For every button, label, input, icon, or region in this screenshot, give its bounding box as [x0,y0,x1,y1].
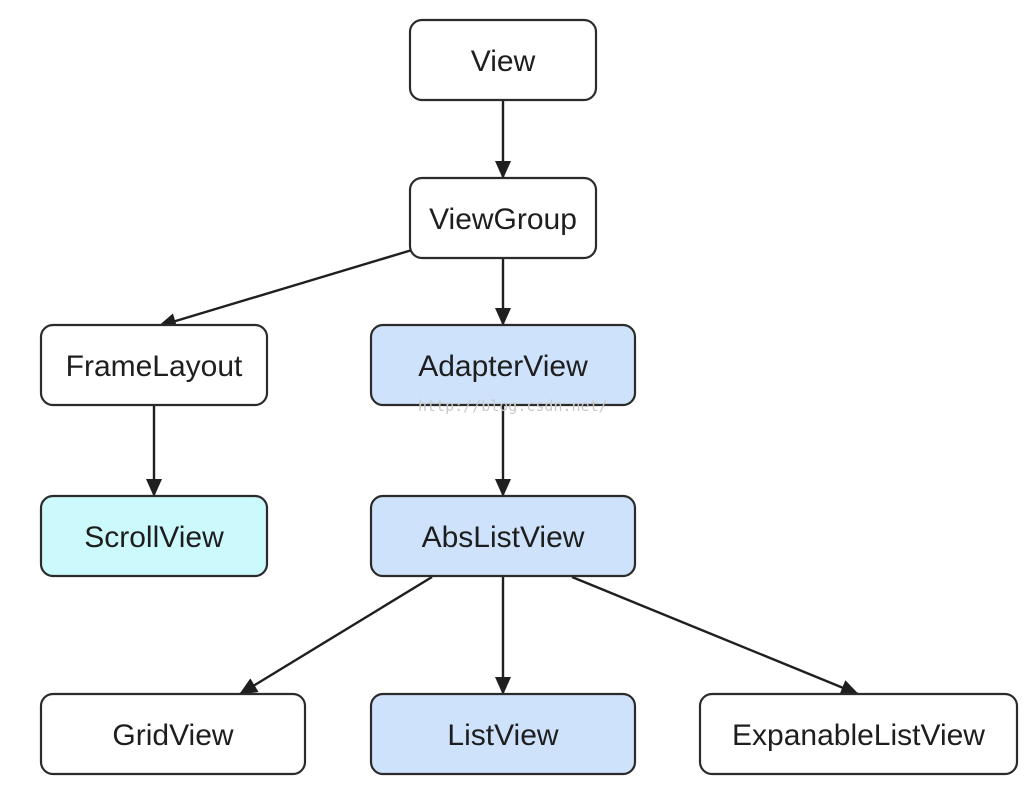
node-gridview: GridView [39,692,307,776]
node-viewgroup: ViewGroup [408,176,598,260]
node-abslistview: AbsListView [369,494,637,578]
node-box-view [408,18,598,102]
node-label-listview: ListView [447,719,559,752]
node-box-framelayout [39,323,269,407]
edges-layer [146,100,859,696]
node-listview: ListView [369,692,637,776]
node-label-abslistview: AbsListView [422,521,585,554]
node-adapterview: AdapterView [369,323,637,407]
watermark-text: http://blog.csdn.net/ [418,397,608,415]
node-box-adapterview [369,323,637,407]
edge-abslistview-to-gridview [239,575,433,696]
node-label-scrollview: ScrollView [84,521,224,554]
node-label-view: View [471,45,536,78]
node-label-viewgroup: ViewGroup [429,203,577,236]
node-label-adapterview: AdapterView [418,350,588,383]
node-box-gridview [39,692,307,776]
node-label-gridview: GridView [112,719,233,752]
node-label-framelayout: FrameLayout [66,350,243,383]
edge-abslistview-to-expanablelistview [571,575,859,696]
node-box-scrollview [39,494,269,578]
node-framelayout: FrameLayout [39,323,269,407]
node-box-expanablelistview [698,692,1019,776]
node-expanablelistview: ExpanableListView [698,692,1019,776]
node-view: View [408,18,598,102]
edge-viewgroup-to-framelayout [158,248,413,329]
node-label-expanablelistview: ExpanableListView [732,719,985,752]
node-box-abslistview [369,494,637,578]
node-box-viewgroup [408,176,598,260]
node-box-listview [369,692,637,776]
node-scrollview: ScrollView [39,494,269,578]
